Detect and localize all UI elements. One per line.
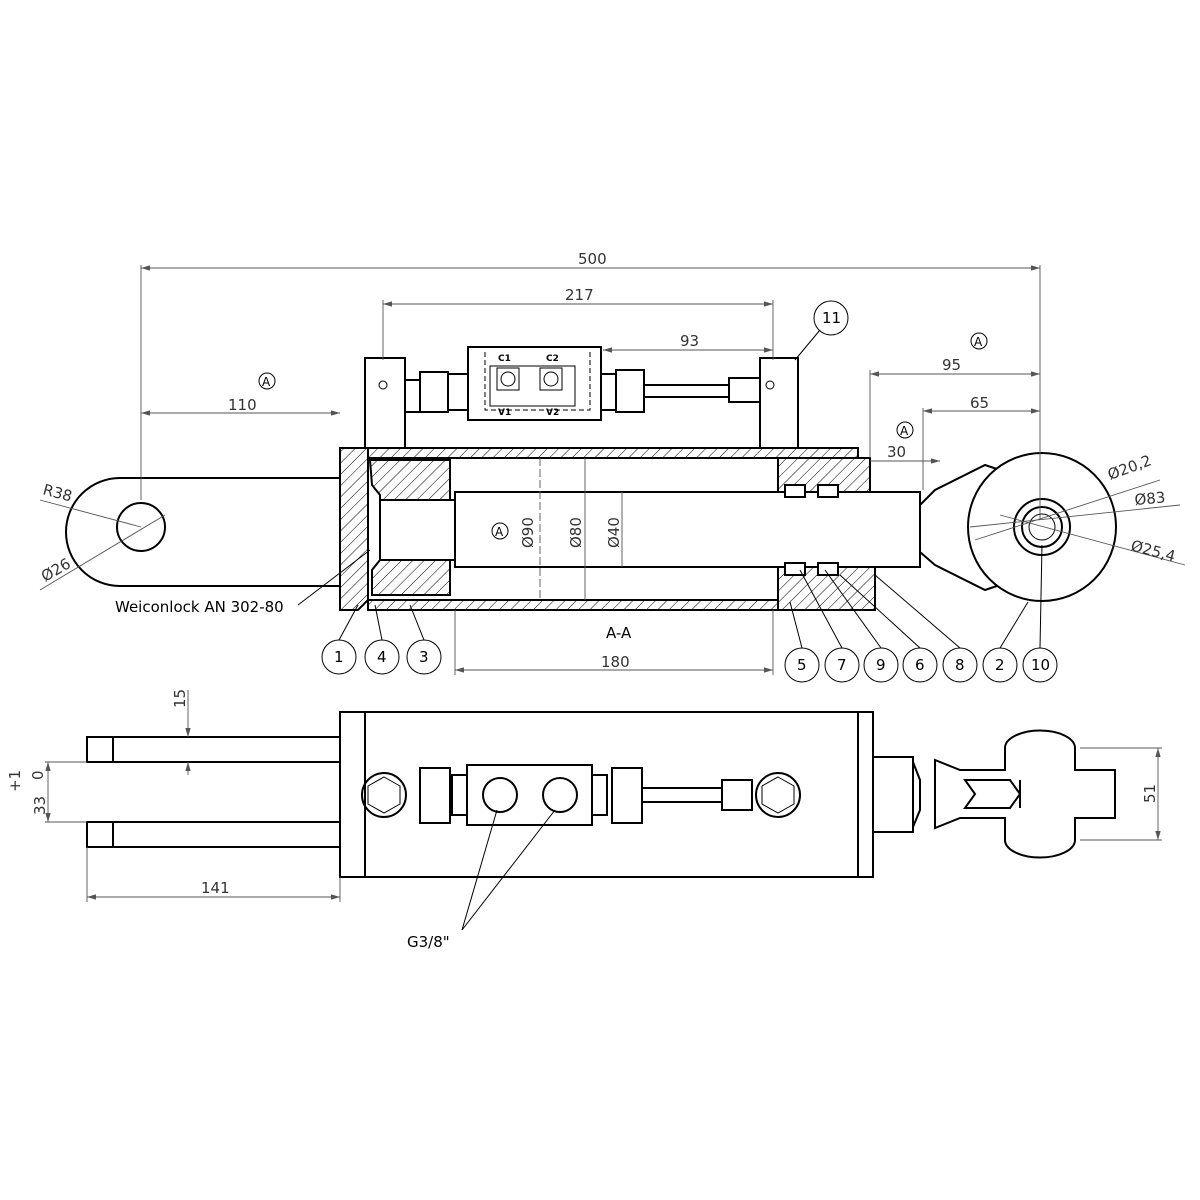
- dim-15: 15: [171, 689, 189, 708]
- port-note: G3/8": [407, 933, 450, 951]
- barrel-bottom: [367, 599, 779, 611]
- surface-mark-icon: A A A A: [258, 332, 988, 540]
- dim-51: 51: [1141, 784, 1159, 803]
- piston-nut: [379, 499, 456, 561]
- ball-joint-plan: [934, 729, 1116, 859]
- dim-180: 180: [601, 653, 630, 671]
- balloon-11: 11: [794, 300, 849, 361]
- svg-text:4: 4: [377, 648, 387, 666]
- svg-text:7: 7: [837, 656, 847, 674]
- end-cap: [339, 447, 369, 611]
- balloon-10: 10: [1022, 544, 1058, 683]
- section-label: A-A: [606, 624, 632, 642]
- valve-label-v1: V1: [498, 408, 511, 418]
- valve-label-v2: V2: [546, 408, 559, 418]
- right-fitting: [759, 357, 799, 449]
- balloon-2: 2: [982, 601, 1029, 683]
- valve-label-c1: C1: [498, 354, 511, 364]
- dim-bore-80: Ø80: [567, 517, 585, 548]
- svg-text:5: 5: [797, 656, 807, 674]
- barrel-top: [367, 447, 859, 459]
- left-fitting: [364, 357, 406, 449]
- valve-block-plan: [466, 764, 593, 826]
- balloon-1: 1: [321, 604, 359, 675]
- clevis-prong-upper: [86, 736, 341, 763]
- svg-text:A: A: [262, 375, 271, 389]
- balloon-4: 4: [364, 604, 400, 675]
- adhesive-note: Weiconlock AN 302-80: [115, 598, 284, 616]
- valve-block: [467, 346, 602, 421]
- svg-text:2: 2: [995, 656, 1005, 674]
- ball-joint-eye: [967, 452, 1117, 602]
- dim-30: 30: [887, 443, 906, 461]
- valve-label-c2: C2: [546, 354, 559, 364]
- dim-ball-83: Ø83: [1134, 488, 1166, 509]
- svg-text:9: 9: [876, 656, 886, 674]
- dim-33: 33: [31, 796, 49, 815]
- dim-ball-25-4: Ø25,4: [1129, 536, 1177, 565]
- svg-text:8: 8: [955, 656, 965, 674]
- dim-217: 217: [565, 286, 594, 304]
- dim-ball-20-2: Ø20,2: [1105, 451, 1154, 483]
- balloon-9: 9: [824, 569, 899, 683]
- section-view: C1 C2 V1 V2: [65, 346, 1117, 611]
- dim-93: 93: [680, 332, 699, 350]
- svg-text:1: 1: [334, 648, 344, 666]
- svg-text:3: 3: [419, 648, 429, 666]
- svg-text:10: 10: [1031, 656, 1050, 674]
- port-g38-1: [482, 777, 518, 813]
- svg-text:6: 6: [915, 656, 925, 674]
- plan-view: 15 33 +1 0 141 51 G3/8": [6, 689, 1162, 951]
- balloon-3: 3: [406, 604, 442, 675]
- tol-plus: +1: [6, 770, 24, 792]
- tol-zero: 0: [29, 770, 47, 780]
- balloon-8: 8: [874, 574, 978, 683]
- clevis-prong-lower: [86, 821, 341, 848]
- dim-rod-40: Ø40: [605, 517, 623, 548]
- balloon-6: 6: [839, 574, 938, 683]
- dim-500: 500: [578, 250, 607, 268]
- svg-text:A: A: [900, 424, 909, 438]
- pin-hole: [116, 502, 166, 552]
- hydraulic-pipe: [643, 384, 730, 398]
- part-balloons: 1 4 3 5 7 9 6 8 2 10 11: [321, 300, 1058, 683]
- svg-text:A: A: [495, 525, 504, 539]
- svg-text:A: A: [974, 335, 983, 349]
- dim-65: 65: [970, 394, 989, 412]
- port-g38-2: [542, 777, 578, 813]
- svg-text:11: 11: [822, 309, 841, 327]
- dim-95: 95: [942, 356, 961, 374]
- gland-lower: [777, 566, 876, 611]
- clevis-eye: [65, 477, 340, 587]
- balloon-5: 5: [784, 601, 820, 683]
- dim-110: 110: [228, 396, 257, 414]
- dim-141: 141: [201, 879, 230, 897]
- balloon-7: 7: [799, 569, 860, 683]
- dim-bore-90: Ø90: [519, 517, 537, 548]
- gland: [777, 457, 871, 493]
